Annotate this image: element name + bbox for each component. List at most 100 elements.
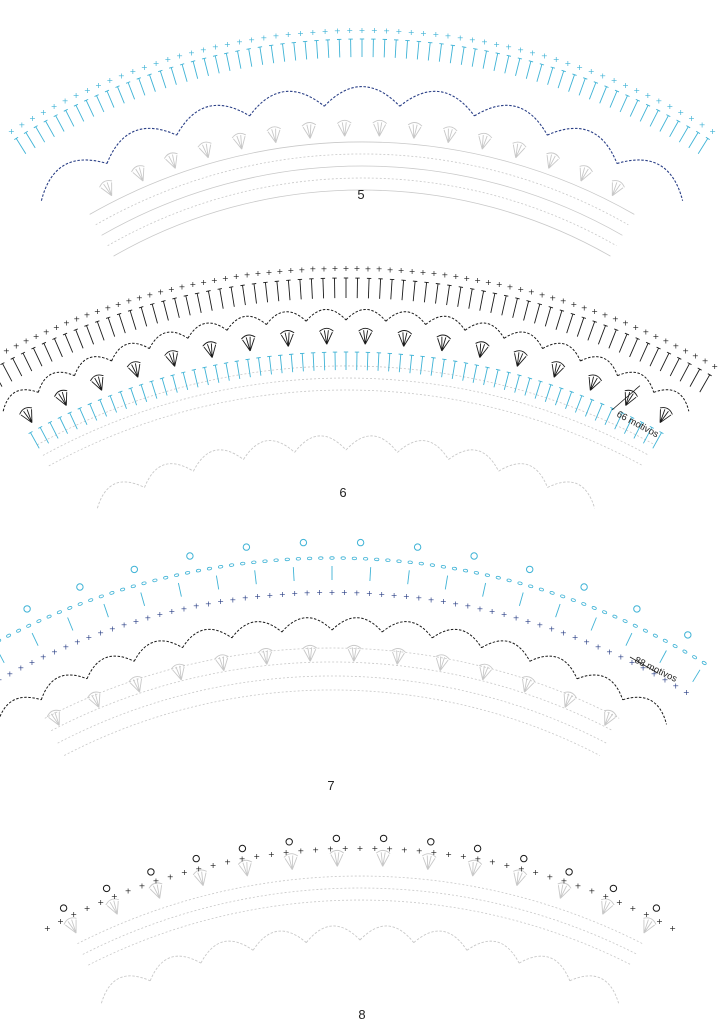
stitch-mark bbox=[140, 592, 146, 607]
single-crochet-mark: + bbox=[416, 847, 423, 856]
single-crochet-mark: + bbox=[420, 29, 427, 38]
stitch-mark bbox=[592, 320, 597, 323]
stitch-mark bbox=[140, 307, 148, 327]
single-crochet-mark: + bbox=[452, 272, 459, 281]
single-crochet-mark: + bbox=[267, 591, 274, 600]
single-crochet-mark: + bbox=[699, 120, 706, 129]
single-crochet-mark: + bbox=[279, 590, 286, 599]
shell-cluster bbox=[197, 141, 212, 159]
single-crochet-mark: + bbox=[164, 55, 171, 64]
stitch-mark bbox=[555, 603, 561, 618]
stitch-mark bbox=[614, 328, 619, 331]
round-arc bbox=[44, 647, 620, 719]
shell-cluster bbox=[436, 334, 451, 352]
stitch-mark bbox=[639, 420, 645, 424]
stitch-mark bbox=[63, 108, 68, 112]
stitch-mark bbox=[435, 283, 439, 304]
stitch-mark bbox=[705, 136, 710, 140]
stitch-mark bbox=[323, 352, 326, 371]
single-crochet-mark: + bbox=[378, 590, 385, 599]
chain-stitch-mark bbox=[229, 563, 235, 567]
stitch-mark bbox=[597, 325, 606, 345]
single-crochet-mark: + bbox=[669, 924, 676, 933]
stitch-mark bbox=[138, 78, 146, 96]
chain-stitch-mark bbox=[662, 638, 668, 643]
shell-cluster bbox=[397, 330, 413, 347]
stitch-mark bbox=[301, 353, 304, 372]
single-crochet-mark: + bbox=[260, 33, 267, 42]
shell-cluster bbox=[163, 152, 178, 169]
single-crochet-mark: + bbox=[268, 850, 275, 859]
single-crochet-mark: + bbox=[517, 285, 524, 294]
stitch-mark bbox=[659, 650, 667, 664]
stitch-mark bbox=[669, 120, 679, 138]
stitch-mark bbox=[656, 108, 661, 112]
stitch-mark bbox=[256, 357, 261, 359]
stitch-mark bbox=[242, 285, 246, 306]
stitch-mark bbox=[225, 53, 231, 71]
single-crochet-mark: + bbox=[224, 40, 231, 49]
stitch-mark bbox=[524, 378, 531, 396]
stitch-mark bbox=[268, 356, 272, 375]
single-crochet-mark: + bbox=[40, 108, 47, 117]
stitch-mark bbox=[492, 292, 498, 295]
stitch-mark bbox=[669, 358, 680, 377]
single-crochet-mark: + bbox=[622, 319, 629, 328]
stitch-mark bbox=[327, 39, 330, 58]
stitch-mark bbox=[439, 43, 444, 45]
stitch-mark bbox=[230, 287, 235, 307]
stitch-mark bbox=[118, 390, 123, 394]
single-crochet-mark: + bbox=[365, 264, 372, 273]
shell-cluster bbox=[148, 882, 163, 899]
shell-cluster bbox=[513, 869, 528, 887]
single-crochet-mark: + bbox=[8, 127, 15, 136]
stitch-mark bbox=[534, 303, 541, 324]
single-crochet-mark: + bbox=[334, 27, 341, 36]
single-crochet-mark: + bbox=[432, 30, 439, 39]
stitch-mark bbox=[65, 110, 75, 127]
stitch-mark bbox=[77, 406, 82, 410]
single-crochet-mark: + bbox=[70, 910, 77, 919]
chain-stitch-mark bbox=[385, 558, 391, 562]
stitch-mark bbox=[287, 280, 291, 301]
shell-cluster bbox=[128, 676, 143, 693]
stitch-mark bbox=[570, 312, 576, 316]
stitch-mark bbox=[495, 52, 501, 55]
single-crochet-mark: + bbox=[688, 114, 695, 123]
stitch-mark bbox=[225, 362, 230, 381]
stitch-mark bbox=[423, 282, 428, 303]
stitch-mark bbox=[412, 281, 416, 302]
chain-stitch-mark bbox=[429, 563, 435, 567]
stitch-mark bbox=[539, 63, 545, 66]
stitch-mark bbox=[458, 286, 464, 288]
stitch-mark bbox=[170, 374, 175, 377]
stitch-mark bbox=[536, 64, 543, 82]
chain-stitch-mark bbox=[6, 633, 12, 638]
stitch-mark bbox=[390, 279, 393, 300]
single-crochet-mark: + bbox=[321, 264, 328, 273]
shell-cluster bbox=[258, 648, 273, 665]
single-crochet-mark: + bbox=[576, 63, 583, 72]
single-crochet-mark: + bbox=[602, 892, 609, 901]
single-crochet-mark: + bbox=[431, 848, 438, 857]
stitch-mark bbox=[550, 66, 556, 69]
stitch-mark bbox=[452, 360, 458, 362]
stitch-mark bbox=[574, 395, 583, 413]
stitch-mark bbox=[25, 132, 36, 149]
single-crochet-mark: + bbox=[477, 604, 484, 613]
single-crochet-mark: + bbox=[663, 337, 670, 346]
stitch-mark bbox=[679, 363, 690, 382]
stitch-mark bbox=[193, 369, 199, 388]
single-crochet-mark: + bbox=[662, 675, 669, 684]
single-crochet-mark: + bbox=[549, 293, 556, 302]
single-crochet-mark: + bbox=[398, 266, 405, 275]
single-crochet-mark: + bbox=[33, 332, 40, 341]
stitch-mark bbox=[629, 100, 639, 117]
round-arc bbox=[89, 141, 635, 215]
single-crochet-mark: + bbox=[86, 633, 93, 642]
chart-panel-8: ++++++++++++++++++++++++++++++++++++++++… bbox=[44, 834, 676, 1004]
stitch-mark bbox=[31, 632, 39, 646]
picot-mark bbox=[379, 834, 388, 843]
stitch-mark bbox=[604, 408, 613, 425]
single-crochet-mark: + bbox=[51, 102, 58, 111]
